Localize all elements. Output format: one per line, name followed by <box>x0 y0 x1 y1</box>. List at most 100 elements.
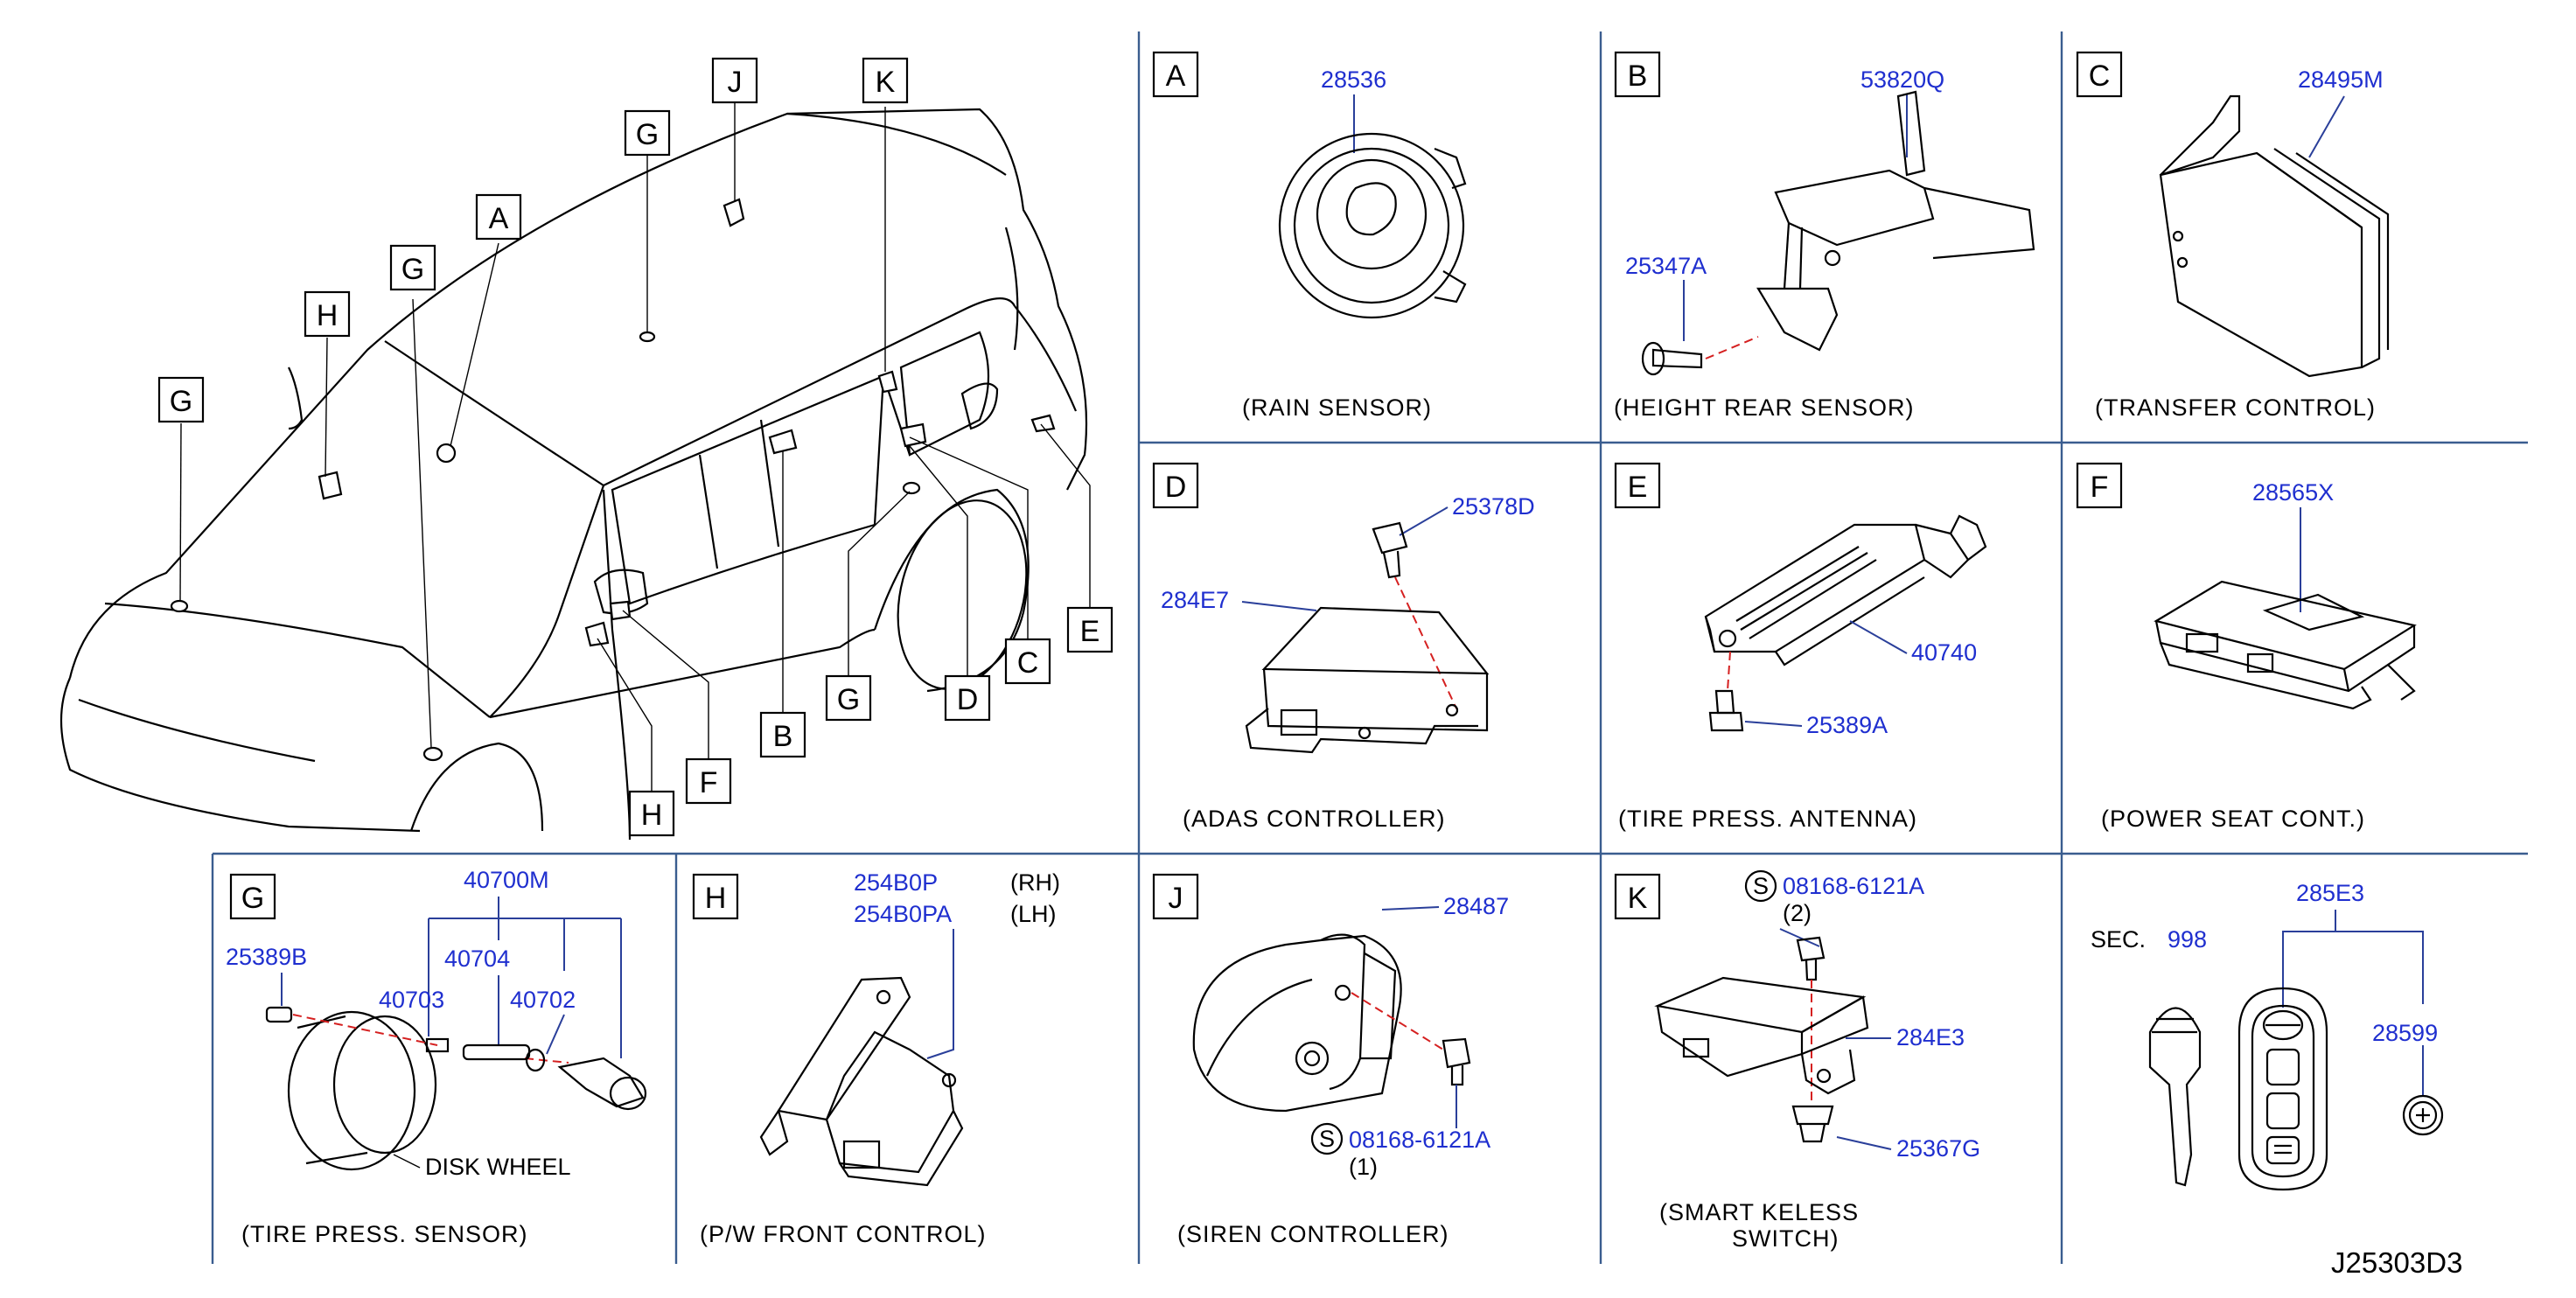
callout-F-car: F <box>685 757 732 805</box>
part-number: 40700M <box>464 867 549 893</box>
panel-letter: D <box>1165 471 1187 504</box>
seal-ring <box>525 1048 546 1072</box>
panel-letter: E <box>1628 471 1648 504</box>
part-number: 25378D <box>1452 493 1535 520</box>
callout-G-car-1: G <box>624 109 671 157</box>
disk-wheel-label: DISK WHEEL <box>425 1154 571 1180</box>
panel-C: C 28495M (TRANSFER CONTROL) <box>2076 51 2390 421</box>
panel-grid <box>211 31 2528 1264</box>
vehicle-overview <box>59 80 1091 841</box>
panel-F: F 28565X (POWER SEAT CONT.) <box>2076 462 2417 832</box>
panel-caption: SWITCH) <box>1732 1225 1839 1252</box>
panel-E: E 40740 25389A (TIRE PRESS. ANTENNA) <box>1614 462 1987 832</box>
pw-front-control-unit <box>759 976 964 1187</box>
panel-A: A 28536 (RAIN SENSOR) <box>1152 51 1467 421</box>
siren-controller <box>1192 933 1402 1113</box>
part-number: 254B0P <box>854 869 938 896</box>
part-number: 25389A <box>1806 712 1888 738</box>
part-qty: (2) <box>1783 900 1812 926</box>
callout-G-car-3: G <box>157 376 205 423</box>
callout-letter: C <box>1017 646 1039 680</box>
diagram-id: J25303D3 <box>2331 1246 2462 1279</box>
callout-C-car: C <box>1004 638 1051 685</box>
s-mark: S <box>1319 1126 1335 1152</box>
callout-letter: H <box>317 299 339 332</box>
panel-K: K S 08168-6121A (2) 284E3 25367G (SMART … <box>1614 869 1980 1252</box>
tire-antenna-bolt <box>1708 689 1744 732</box>
bolt <box>1641 341 1703 376</box>
part-number: 285E3 <box>2296 880 2364 906</box>
tire-press-antenna <box>1704 514 1987 666</box>
panel-letter: C <box>2089 59 2111 93</box>
height-sensor <box>1756 90 2035 352</box>
section-label: SEC. <box>2091 926 2146 953</box>
part-qty: (1) <box>1349 1154 1378 1180</box>
part-number: 08168-6121A <box>1349 1127 1490 1153</box>
callout-letter: A <box>489 202 509 235</box>
panel-letter: H <box>705 882 727 915</box>
part-number: 28565X <box>2252 479 2334 506</box>
panel-J: J 28487 S 08168-6121A (1) (SIREN CONTROL… <box>1152 873 1509 1247</box>
panel-caption: (HEIGHT REAR SENSOR) <box>1614 394 1915 421</box>
valve-core <box>425 1037 450 1053</box>
part-number: 40703 <box>379 987 444 1013</box>
callout-letter: D <box>957 683 979 716</box>
callout-letter: B <box>773 720 793 753</box>
panel-D: D 25378D 284E7 (ADAS CONTROLLER) <box>1152 462 1535 832</box>
panel-B: B 53820Q 25347A (HEIGHT REAR SENSOR) <box>1614 51 2035 421</box>
smart-keyless-screw <box>1796 936 1826 981</box>
panel-letter: F <box>2091 471 2109 504</box>
battery-cell <box>2402 1094 2444 1136</box>
part-number: 28495M <box>2298 66 2384 93</box>
part-note: (LH) <box>1010 901 1057 927</box>
panel-caption: (TRANSFER CONTROL) <box>2095 394 2376 421</box>
panel-caption: (P/W FRONT CONTROL) <box>700 1221 986 1247</box>
panel-caption: (TIRE PRESS. SENSOR) <box>241 1221 528 1247</box>
callout-J-car: J <box>711 57 758 104</box>
valve-stem <box>462 1043 531 1061</box>
panel-letter: G <box>241 882 264 915</box>
callout-H-car-1: H <box>304 290 351 338</box>
callout-E-car: E <box>1066 606 1113 653</box>
power-seat-control-unit <box>2154 580 2417 710</box>
part-number: 40702 <box>510 987 576 1013</box>
callout-G-car-2: G <box>389 244 436 291</box>
part-number: 40704 <box>444 946 510 972</box>
panel-caption: (TIRE PRESS. ANTENNA) <box>1618 806 1917 832</box>
callout-letter: G <box>837 683 860 716</box>
part-number: 53820Q <box>1860 66 1944 93</box>
s-mark: S <box>1753 873 1769 899</box>
part-number: 40740 <box>1911 639 1977 666</box>
valve-cap <box>265 1006 293 1023</box>
callout-letter: G <box>636 118 659 151</box>
car-callouts: J K G A G H G E C D G B F H <box>157 57 1113 837</box>
part-number: 284E3 <box>1896 1024 1965 1050</box>
part-number: 25389B <box>226 944 307 970</box>
panel-caption: (SIREN CONTROLLER) <box>1177 1221 1449 1247</box>
part-number: 25347A <box>1625 253 1707 279</box>
callout-D-car: D <box>944 674 991 722</box>
callout-letter: E <box>1080 615 1100 648</box>
callout-H-car-2: H <box>628 790 675 837</box>
callout-G-car-4: G <box>825 674 872 722</box>
mechanical-key <box>2148 1007 2202 1187</box>
callout-K-car: K <box>862 57 909 104</box>
panel-caption: (POWER SEAT CONT.) <box>2101 806 2365 832</box>
part-number: 25367G <box>1896 1135 1980 1162</box>
panel-caption: (RAIN SENSOR) <box>1242 394 1432 421</box>
part-number: 28536 <box>1321 66 1386 93</box>
adas-bolt <box>1372 521 1408 579</box>
panel-letter: B <box>1628 59 1648 93</box>
disk-wheel <box>287 1010 437 1171</box>
panel-letter: K <box>1628 882 1648 915</box>
transfer-control-unit <box>2159 94 2390 378</box>
part-number: 08168-6121A <box>1783 873 1924 899</box>
panel-keys: SEC. 998 285E3 28599 <box>2091 880 2444 1191</box>
callout-letter: F <box>700 766 718 799</box>
callout-letter: K <box>876 66 896 99</box>
adas-controller <box>1245 606 1490 754</box>
panel-letter: A <box>1166 59 1186 93</box>
callout-letter: J <box>728 66 743 99</box>
rain-sensor <box>1278 132 1467 319</box>
